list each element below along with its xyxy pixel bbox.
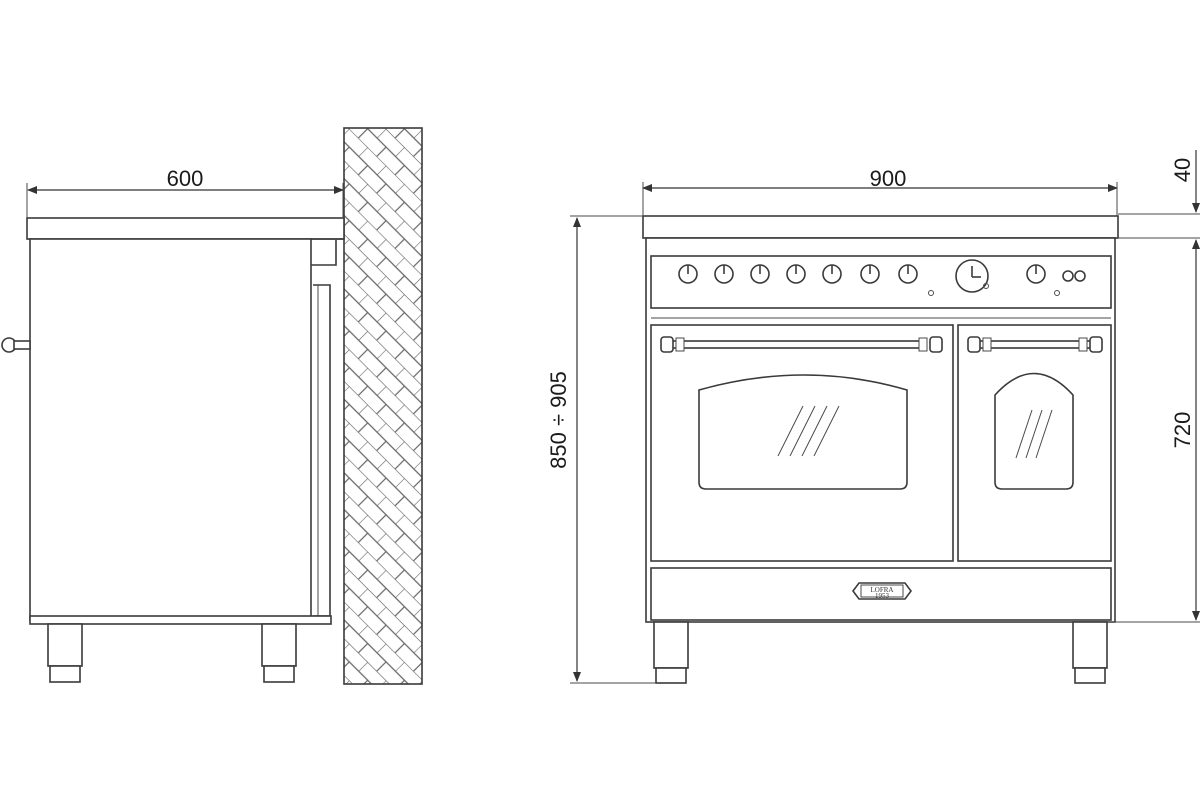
side-base xyxy=(29,615,332,625)
knob-icon xyxy=(678,264,698,284)
indicator-lights-icon xyxy=(1062,270,1086,282)
knob-icon xyxy=(822,264,842,284)
side-leg-back xyxy=(261,623,297,683)
wall xyxy=(343,127,423,685)
control-knobs xyxy=(678,259,1086,296)
secondary-window-glare xyxy=(1015,409,1053,459)
knob-icon xyxy=(750,264,770,284)
dim-40-label: 40 xyxy=(1170,158,1195,182)
logo-brand: LOFRA xyxy=(871,586,894,594)
dim-720-label: 720 xyxy=(1170,412,1195,449)
logo-plate: LOFRA 1953 xyxy=(852,582,912,600)
front-leg-right xyxy=(1072,621,1108,684)
secondary-door-handle xyxy=(967,336,1103,353)
dim-900-label: 900 xyxy=(870,166,907,191)
logo-sub: 1953 xyxy=(875,592,890,600)
side-body xyxy=(29,238,312,621)
main-oven-window xyxy=(698,374,908,490)
front-leg-left xyxy=(653,621,689,684)
main-door-handle xyxy=(660,336,943,353)
front-view: LOFRA 1953 900 850 ÷ 905 720 40 xyxy=(546,150,1200,684)
knob-icon xyxy=(860,264,880,284)
secondary-oven-window xyxy=(994,372,1074,490)
knob-icon xyxy=(714,264,734,284)
knob-icon xyxy=(898,264,918,284)
dim-total-height-label: 850 ÷ 905 xyxy=(546,371,571,469)
dim-600-label: 600 xyxy=(167,166,204,191)
main-window-glare xyxy=(777,405,840,457)
side-view: 600 xyxy=(1,127,423,685)
side-back-panel xyxy=(311,238,344,617)
side-knob-icon xyxy=(1,337,31,353)
side-leg-front xyxy=(47,623,83,683)
front-worktop xyxy=(642,215,1119,239)
knob-icon xyxy=(786,264,806,284)
side-worktop xyxy=(26,217,345,240)
clock-icon xyxy=(955,259,989,293)
knob-icon xyxy=(1026,264,1046,284)
